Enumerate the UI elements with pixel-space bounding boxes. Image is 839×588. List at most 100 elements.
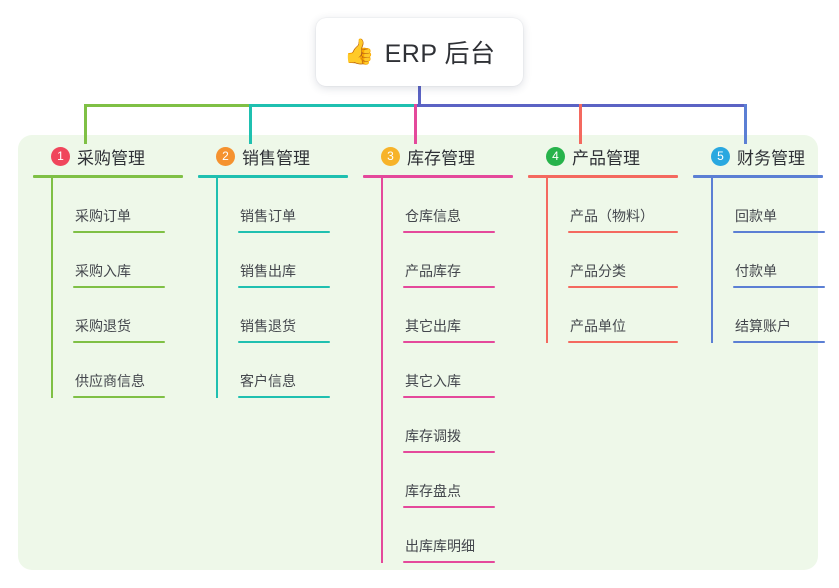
drop-product [579,104,582,144]
branch-leaves-1: 采购订单采购入库采购退货供应商信息 [51,178,183,398]
leaf-item[interactable]: 产品（物料） [546,178,678,233]
leaf-underline [73,286,165,288]
leaf-item[interactable]: 采购退货 [51,288,183,343]
branch-underline-3 [363,175,513,178]
leaf-item[interactable]: 销售退货 [216,288,348,343]
branch-header-3[interactable]: 3 库存管理 [363,143,513,169]
leaf-item[interactable]: 产品单位 [546,288,678,343]
leaf-label: 供应商信息 [75,373,145,389]
drop-purchase [84,104,87,144]
leaf-label: 产品库存 [405,263,461,279]
branch-1: 1 采购管理采购订单采购入库采购退货供应商信息 [33,143,183,398]
leaf-item[interactable]: 付款单 [711,233,825,288]
branch-underline-4 [528,175,678,178]
leaf-label: 采购退货 [75,318,131,334]
root-node-label: ERP 后台 [384,40,496,68]
leaf-underline [568,231,678,233]
leaf-underline [568,286,678,288]
leaf-item[interactable]: 产品库存 [381,233,513,288]
leaf-item[interactable]: 销售订单 [216,178,348,233]
branch-5: 5 财务管理回款单付款单结算账户 [693,143,825,343]
leaf-item[interactable]: 产品分类 [546,233,678,288]
leaf-underline [73,396,165,398]
leaf-label: 库存调拨 [405,428,461,444]
branch-badge-2: 2 [216,146,235,166]
branch-leaves-3: 仓库信息产品库存其它出库其它入库库存调拨库存盘点出库库明细 [381,178,513,563]
leaf-item[interactable]: 库存调拨 [381,398,513,453]
branch-3: 3 库存管理仓库信息产品库存其它出库其它入库库存调拨库存盘点出库库明细 [363,143,513,563]
leaf-item[interactable]: 其它入库 [381,343,513,398]
leaf-underline [568,341,678,343]
branch-underline-1 [33,175,183,178]
branch-badge-3: 3 [381,146,400,166]
leaf-label: 采购订单 [75,208,131,224]
leaf-label: 销售退货 [240,318,296,334]
root-stem [418,86,421,107]
drop-inventory [414,104,417,144]
leaf-label: 采购入库 [75,263,131,279]
drop-finance [744,104,747,144]
leaf-label: 库存盘点 [405,483,461,499]
leaf-underline [733,286,825,288]
branch-header-5[interactable]: 5 财务管理 [693,143,823,169]
leaf-underline [403,286,495,288]
leaf-underline [73,341,165,343]
leaf-label: 出库库明细 [405,538,475,554]
branch-badge-5: 5 [711,146,730,166]
leaf-item[interactable]: 采购订单 [51,178,183,233]
leaf-item[interactable]: 仓库信息 [381,178,513,233]
leaf-underline [403,231,495,233]
leaf-item[interactable]: 回款单 [711,178,825,233]
branch-leaves-2: 销售订单销售出库销售退货客户信息 [216,178,348,398]
leaf-label: 其它出库 [405,318,461,334]
branch-underline-2 [198,175,348,178]
leaf-label: 产品单位 [570,318,626,334]
root-node[interactable]: 👍 ERP 后台 [316,18,523,86]
leaf-underline [403,561,495,563]
leaf-item[interactable]: 其它出库 [381,288,513,343]
leaf-label: 客户信息 [240,373,296,389]
leaf-underline [733,231,825,233]
bus-segment-purchase [84,104,249,107]
branch-header-2[interactable]: 2 销售管理 [198,143,348,169]
leaf-label: 仓库信息 [405,208,461,224]
leaf-item[interactable]: 供应商信息 [51,343,183,398]
leaf-item[interactable]: 结算账户 [711,288,825,343]
branch-trunk-2 [216,178,218,398]
leaf-underline [238,341,330,343]
branch-trunk-1 [51,178,53,398]
leaf-underline [403,506,495,508]
leaf-underline [403,451,495,453]
leaf-label: 回款单 [735,208,777,224]
leaf-underline [403,396,495,398]
branch-leaves-5: 回款单付款单结算账户 [711,178,825,343]
branches-panel [18,135,818,570]
leaf-item[interactable]: 出库库明细 [381,508,513,563]
leaf-label: 产品分类 [570,263,626,279]
branch-trunk-4 [546,178,548,343]
drop-sales [249,104,252,144]
branch-title-3: 库存管理 [407,148,475,168]
leaf-label: 销售订单 [240,208,296,224]
leaf-item[interactable]: 销售出库 [216,233,348,288]
branch-title-1: 采购管理 [77,148,145,168]
bus-segment-sales [249,104,414,107]
leaf-item[interactable]: 采购入库 [51,233,183,288]
branch-underline-5 [693,175,823,178]
leaf-underline [73,231,165,233]
branch-header-1[interactable]: 1 采购管理 [33,143,183,169]
leaf-underline [238,396,330,398]
leaf-label: 付款单 [735,263,777,279]
branch-leaves-4: 产品（物料） 产品分类产品单位 [546,178,678,343]
branch-title-5: 财务管理 [737,148,805,168]
leaf-underline [733,341,825,343]
leaf-item[interactable]: 库存盘点 [381,453,513,508]
branch-title-2: 销售管理 [242,148,310,168]
branch-2: 2 销售管理销售订单销售出库销售退货客户信息 [198,143,348,398]
branch-badge-1: 1 [51,146,70,166]
leaf-label: 销售出库 [240,263,296,279]
leaf-underline [238,286,330,288]
leaf-item[interactable]: 客户信息 [216,343,348,398]
